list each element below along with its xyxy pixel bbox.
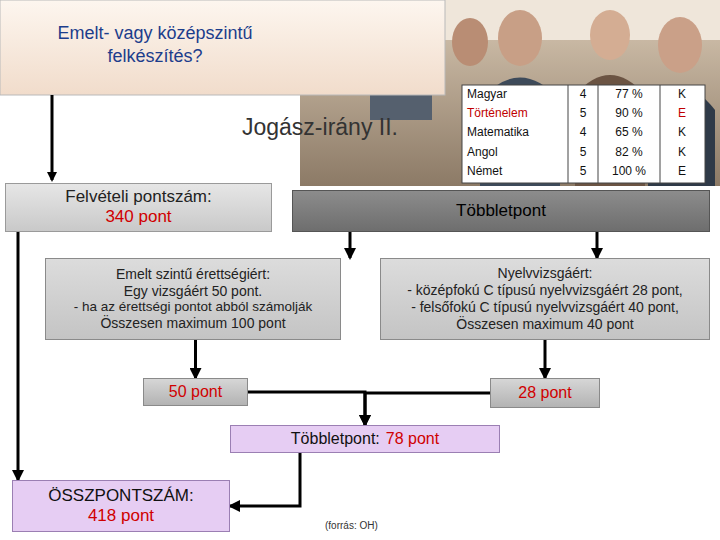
table-cell: 90 % (615, 106, 642, 120)
rule-box: Nyelvvizsgáért:- középfokú C típusú nyel… (380, 258, 710, 340)
table-cell: Matematika (467, 125, 529, 139)
node-text: - ha az érettségi pontot abból számolják (74, 299, 313, 315)
table-cell: 82 % (615, 145, 642, 159)
node-text: ÖSSZPONTSZÁM: (48, 486, 193, 506)
node-text: Többletpont: (291, 429, 380, 448)
table-cell: E (678, 106, 686, 120)
connector (349, 232, 352, 258)
node-text: Többletpont (456, 201, 546, 221)
sum-box: Többletpont: 78 pont (230, 425, 500, 453)
node-text: - középfokú C típusú nyelvvizsgáért 28 p… (407, 282, 682, 299)
connector (230, 453, 300, 506)
total-box: ÖSSZPONTSZÁM:418 pont (12, 480, 230, 532)
connector (596, 232, 599, 258)
table-cell: K (678, 87, 686, 101)
connector (365, 393, 490, 425)
table-cell: 100 % (612, 164, 646, 178)
node-text: Egy vizsgáért 50 pont. (124, 283, 263, 300)
connector (248, 392, 365, 425)
node-text: 78 pont (386, 429, 439, 448)
connector (544, 340, 547, 378)
grade-table (462, 85, 705, 183)
header-panel (0, 0, 445, 95)
table-cell: 65 % (615, 125, 642, 139)
header-arrow (51, 95, 54, 180)
section-heading: Jogász-irány II. (242, 114, 398, 141)
connector (194, 340, 197, 378)
points-box: 50 pont (143, 378, 248, 406)
source-note: (forrás: OH) (325, 520, 378, 531)
node-text: - felsőfokú C típusú nyelvvizsgáért 40 p… (411, 299, 679, 316)
table-cell: Angol (467, 145, 498, 159)
table-cell: 4 (580, 125, 587, 139)
table-cell: 5 (580, 106, 587, 120)
table-cell: Magyar (467, 87, 507, 101)
table-cell: 77 % (615, 87, 642, 101)
table-cell: K (678, 125, 686, 139)
node-text: 418 pont (88, 506, 154, 526)
table-cell: Német (467, 164, 502, 178)
node-text: Emelt szintű érettségiért: (116, 266, 270, 283)
node-text: 50 pont (169, 382, 222, 401)
score-box: Felvételi pontszám:340 pont (5, 183, 272, 232)
table-cell: K (678, 145, 686, 159)
table-cell: 4 (580, 87, 587, 101)
diagram-title: Emelt- vagy középszintű felkészítés? (35, 22, 275, 69)
table-cell: 5 (580, 145, 587, 159)
node-text: Nyelvvizsgáért: (498, 265, 593, 282)
node-text: 340 pont (105, 207, 171, 227)
table-cell: 5 (580, 164, 587, 178)
rule-box: Emelt szintű érettségiért:Egy vizsgáért … (45, 258, 341, 340)
table-cell: E (678, 164, 686, 178)
node-text: Összesen maximum 40 pont (456, 316, 633, 333)
connector (17, 232, 20, 480)
node-text: Összesen maximum 100 pont (100, 315, 285, 332)
node-text: 28 pont (518, 383, 571, 402)
table-cell: Történelem (467, 106, 528, 120)
band-box: Többletpont (292, 190, 710, 232)
node-text: Felvételi pontszám: (65, 187, 211, 207)
points-box: 28 pont (490, 378, 600, 408)
